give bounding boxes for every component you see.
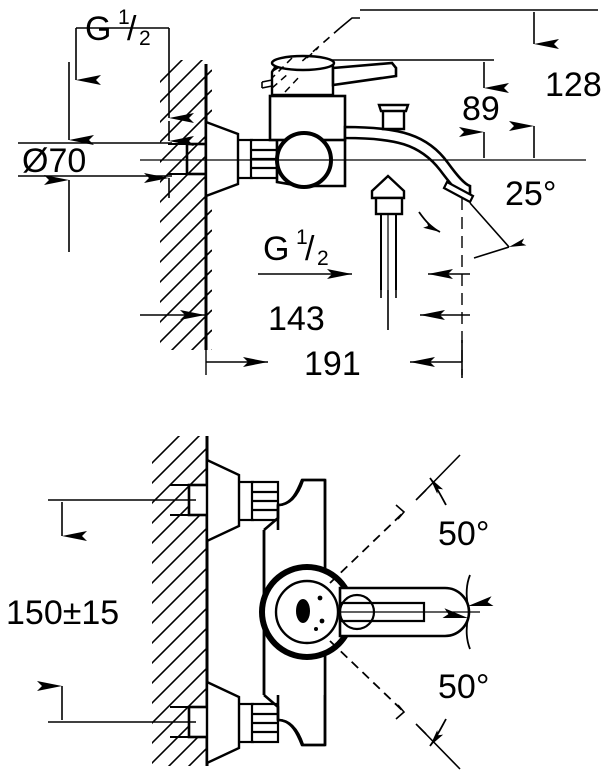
wall-hatching-top [160,60,212,350]
thread-bottom-letter: G [263,230,289,268]
thread-top-slash: / [127,10,137,48]
angle-50-lower-group [329,608,471,770]
escutcheon-upper-bottom [205,458,241,543]
label-191: 191 [304,345,361,383]
escutcheon-top [204,120,240,198]
mixer-body-top [268,94,347,189]
thread-bottom-slash: / [305,230,315,268]
dim-89 [330,59,509,158]
label-thread-top: G 1 / 2 [85,6,151,50]
shower-outlet-top [370,174,406,290]
dim-150 [37,499,196,723]
label-143: 143 [268,300,325,338]
dim-diameter-70 [18,62,194,252]
hex-nut-lower-bottom [250,702,280,744]
label-150: 150±15 [6,594,119,632]
thread-top-denominator: 2 [139,27,151,50]
wall-hatching-bottom [152,436,208,766]
angle-25-leaders [418,202,527,259]
thread-top-letter: G [85,10,111,48]
label-angle-50-lower: 50° [438,668,489,706]
label-128: 128 [545,66,602,104]
label-angle-25: 25° [505,175,556,213]
thread-bottom-numerator: 1 [296,226,308,249]
lever-extension-leader [299,27,341,64]
dim-128 [360,9,598,158]
lever-hub-bottom [259,564,355,660]
label-thread-bottom: G 1 / 2 [263,226,329,270]
label-89: 89 [462,90,500,128]
hex-nut-upper-bottom [250,480,280,522]
lever-head-top [270,54,336,97]
wall-top [160,60,212,375]
escutcheon-lower-bottom [205,680,241,765]
thread-top-numerator: 1 [118,6,130,29]
diverter-knob-top [377,103,410,131]
lever-extension-tick [339,17,360,29]
view-front-elevation [37,436,494,770]
label-angle-50-upper: 50° [438,515,489,553]
hub-slot-icon [296,599,310,623]
view-side-elevation [18,9,598,378]
dim-thread-top [75,27,194,123]
dim-thread-bottom [258,255,470,298]
aerator-top [442,180,475,204]
lever-tick-marks [261,79,273,89]
hex-nut-top [249,138,279,180]
lever-arm-top [331,61,398,87]
angle-50-upper-group [329,454,494,607]
dim-191 [206,198,463,378]
thread-bottom-denominator: 2 [317,247,329,270]
label-diameter-70: Ø70 [22,142,86,180]
